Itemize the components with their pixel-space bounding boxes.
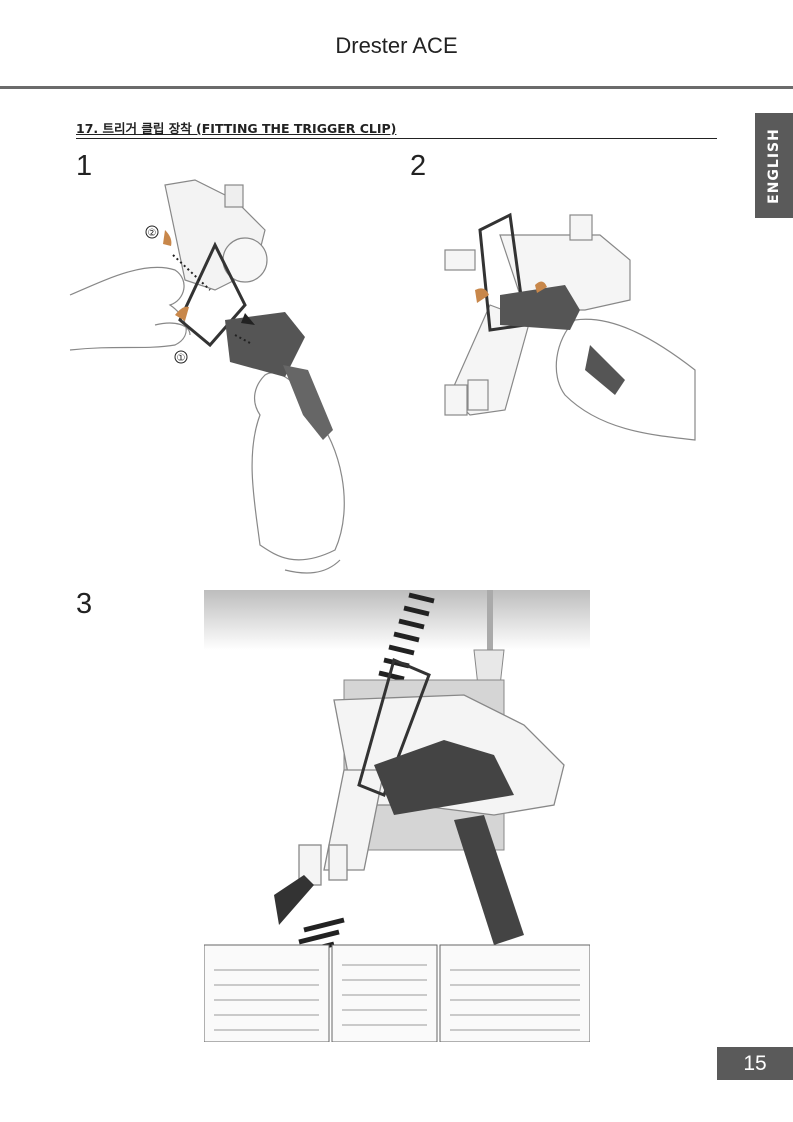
callout-1: ① <box>177 353 186 364</box>
document-title: Drester ACE <box>335 33 458 58</box>
callout-2-marker <box>145 225 159 239</box>
language-tab: ENGLISH <box>755 113 793 218</box>
language-tab-label: ENGLISH <box>766 127 782 204</box>
header-divider <box>0 86 793 89</box>
step-3-illustration <box>204 590 590 1042</box>
step-1-number: 1 <box>76 150 93 182</box>
step-1-illustration: ① ② <box>69 179 345 574</box>
page-number: 15 <box>717 1047 793 1080</box>
section-heading: 17. 트리거 클립 장착 (FITTING THE TRIGGER CLIP) <box>76 118 717 139</box>
callout-2: ② <box>148 228 157 239</box>
step-2-illustration <box>444 212 696 441</box>
step-2-number: 2 <box>410 150 427 182</box>
step-3-number: 3 <box>76 588 93 620</box>
callout-1-marker <box>174 350 188 364</box>
